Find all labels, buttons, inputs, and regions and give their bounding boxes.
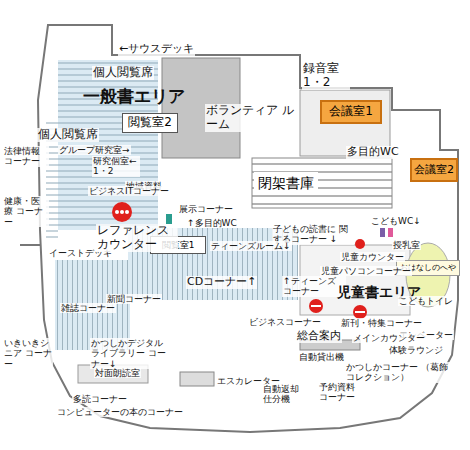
shelf-area: [58, 60, 158, 230]
area-label: かつしかデジタル ライブラリー コーナー↓: [90, 338, 170, 369]
wc-icon: [380, 228, 385, 237]
escalator: [180, 372, 214, 386]
area-label: ビジネスITコーナー: [88, 186, 170, 196]
shelf-area: [58, 60, 158, 230]
area-label: かつしかコーナー （葛飾コレクション）: [345, 362, 451, 383]
area-label: 健康・医療 コーナー: [3, 196, 49, 227]
area-label: メインカウンター: [352, 333, 426, 343]
area-label: こどもWC↓: [370, 216, 422, 226]
area-label: 多読コーナー: [72, 394, 128, 404]
area-label: 展示コーナー: [178, 204, 234, 214]
room-box: 会議室2: [410, 158, 458, 182]
shelf-area: [55, 260, 130, 350]
room-box: 閉架書庫: [254, 172, 318, 194]
area-label: こどもトイレ: [398, 296, 454, 306]
area-label: 児童パソコンコーナー: [320, 266, 412, 276]
room-box: 閲覧室2: [122, 113, 178, 133]
area-label: 対面朗読室: [94, 368, 141, 378]
area-label: ↑ティーンズ コーナー: [282, 276, 346, 297]
area-label: 自動貸出機: [298, 352, 345, 362]
area-label: 総合案内: [296, 330, 342, 343]
shelf-area: [55, 260, 130, 350]
area-label: レファレンス カウンター: [96, 224, 178, 252]
room-name: 会議室1: [329, 105, 373, 119]
room-name: 閉架書庫: [258, 175, 314, 191]
closed-stack: [252, 158, 392, 208]
area-label: グループ研究室→: [58, 145, 131, 155]
area-label: ボランティア ルーム: [205, 104, 299, 132]
area-label: ビジネスコーナー: [248, 317, 322, 327]
area-label: 児童カウンター: [340, 252, 405, 262]
area-label: 個人閲覧席: [92, 66, 154, 80]
area-label: CDコーナー↑: [186, 276, 257, 289]
area-label: ←サウスデッキ: [118, 43, 195, 56]
area-label: 予約資料 コーナー: [318, 382, 366, 403]
area-label: 録音室 1・2: [302, 62, 350, 90]
area-label: 新刊・特集コーナー: [340, 318, 423, 328]
area-label: 一般書エリア: [82, 87, 186, 107]
room-box: 会議室1: [320, 100, 382, 124]
area-label: ↑多目的WC: [186, 218, 238, 228]
area-label: 多目的WC: [346, 146, 400, 159]
room-name: 会議室2: [414, 164, 454, 177]
area-label: 雑誌コーナー: [60, 303, 116, 313]
east-deck-edge: [20, 244, 40, 246]
area-label: 研究個室← 1・2: [92, 156, 140, 177]
area-label: 授乳室: [392, 240, 421, 250]
floor-outline: [38, 25, 458, 432]
area-label: 新聞コーナー: [106, 294, 162, 304]
area-label: ティーンズルーム↓: [210, 241, 292, 251]
wc-icon: [166, 214, 172, 224]
area-label: いきいきシニア コーナー: [3, 338, 53, 369]
area-label: 法律情報 コーナー: [3, 146, 49, 167]
room-block: [78, 365, 148, 383]
wc-icon: [388, 228, 393, 237]
area-label: 個人閲覧席: [37, 128, 99, 142]
room-name: 閲覧室2: [128, 116, 172, 130]
area-label: 自動返却 仕分機: [262, 384, 306, 405]
area-label: コンピューターの本のコーナー: [56, 407, 184, 417]
area-label: 体験ラウンジ: [388, 345, 444, 355]
